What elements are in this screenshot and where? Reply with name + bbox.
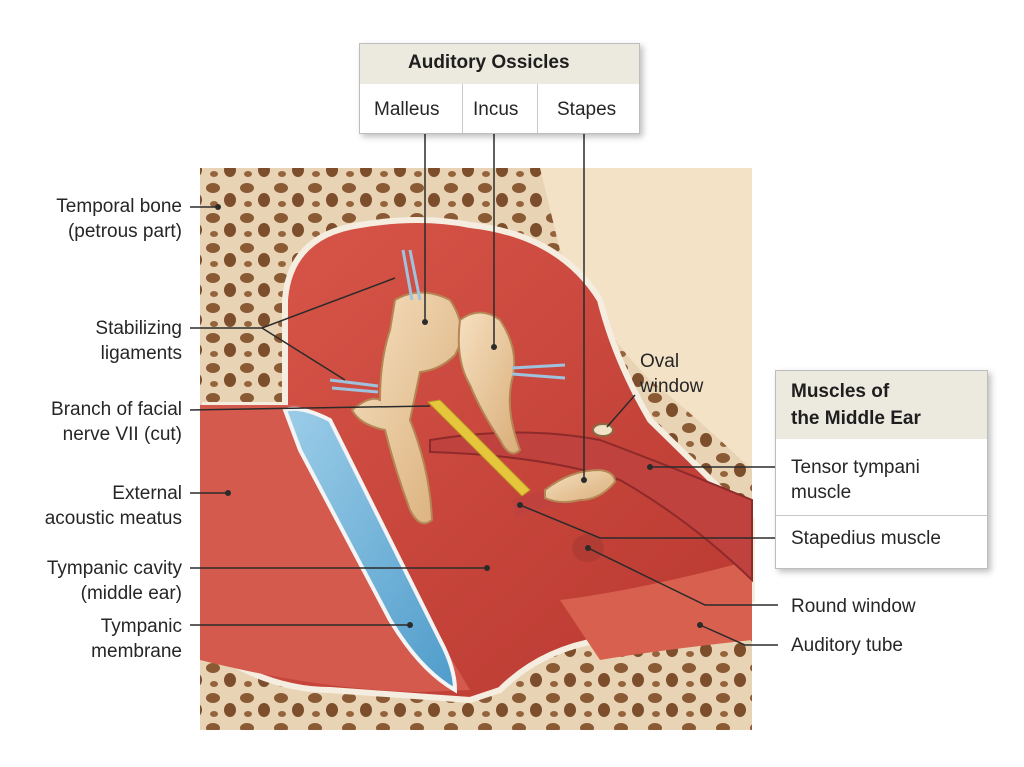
leader-lines (189, 134, 778, 646)
incus-shape (457, 311, 522, 455)
round-window-label: Round window (791, 596, 916, 617)
oval-window-label-line1: Oval (640, 351, 680, 372)
auditory-ossicles-box: Auditory Ossicles Malleus Incus Stapes (359, 43, 640, 134)
incus-label: Incus (473, 99, 519, 120)
oval-window-label-line2: window (640, 376, 704, 397)
auditory-ossicles-title: Auditory Ossicles (408, 52, 570, 73)
tympanic-cavity-label-line1: Tympanic cavity (46, 558, 182, 579)
stabilizing-ligaments-label-line1: Stabilizing (95, 318, 182, 339)
auditory-ossicles-header (360, 44, 639, 84)
oval-window-label: Oval window (640, 349, 703, 399)
ligament-posterior (511, 363, 566, 380)
facial-nerve-label-line2: nerve VII (cut) (62, 424, 182, 445)
stapedius-label: Stapedius muscle (791, 528, 941, 549)
muscles-divider (776, 515, 987, 516)
tensor-tympani-label-line1: Tensor tympani (791, 457, 920, 478)
tympanic-membrane-shape (282, 406, 458, 694)
ossicles-divider-1 (462, 84, 463, 133)
stabilizing-ligaments-label-line2: ligaments (100, 343, 182, 364)
malleus-label: Malleus (374, 99, 440, 120)
smooth-bone-region (540, 168, 752, 470)
facial-nerve-label-line1: Branch of facial (51, 399, 182, 420)
tensor-tympani-shape (429, 431, 753, 583)
external-acoustic-meatus-label: External acoustic meatus (45, 481, 182, 531)
muscles-title-line2: the Middle Ear (791, 408, 921, 429)
auditory-tube-label: Auditory tube (791, 635, 903, 656)
ossicles-divider-2 (537, 84, 538, 133)
oval-window-shape (592, 423, 614, 437)
facial-nerve-label: Branch of facial nerve VII (cut) (51, 397, 182, 447)
stapes-label: Stapes (557, 99, 617, 120)
external-acoustic-meatus-label-line1: External (112, 483, 182, 504)
tympanic-membrane-label-line1: Tympanic (100, 616, 182, 637)
muscles-title-line1: Muscles of (791, 381, 890, 402)
muscles-header (776, 371, 987, 439)
tensor-tympani-label-line2: muscle (791, 482, 852, 503)
stabilizing-ligaments-label: Stabilizing ligaments (95, 316, 182, 366)
leader-dots (215, 204, 703, 628)
auditory-tube-shape (560, 560, 752, 660)
muscles-box: Muscles of the Middle Ear Tensor tympani… (775, 370, 988, 569)
tympanic-cavity-label-line2: (middle ear) (80, 583, 182, 604)
temporal-bone-label: Temporal bone (petrous part) (56, 194, 182, 244)
ligament-lateral (329, 378, 379, 394)
ligament-superior (401, 249, 422, 301)
tympanic-membrane-label-line2: membrane (91, 641, 182, 662)
external-acoustic-meatus-label-line2: acoustic meatus (44, 508, 182, 529)
facial-nerve-shape (426, 399, 531, 497)
tympanic-cavity-label: Tympanic cavity (middle ear) (47, 556, 182, 606)
temporal-bone-label-line2: (petrous part) (67, 221, 182, 242)
tympanic-membrane-label: Tympanic membrane (91, 614, 182, 664)
temporal-bone-label-line1: Temporal bone (56, 196, 182, 217)
